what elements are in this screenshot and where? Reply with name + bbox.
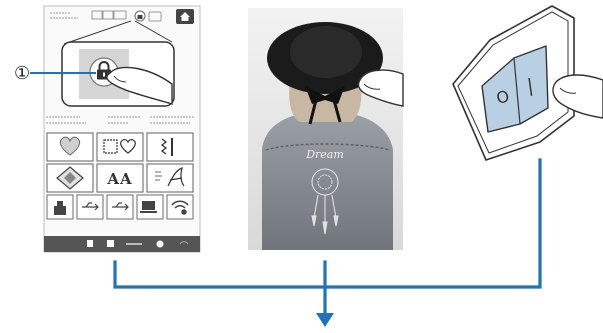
computer-icon [140, 201, 157, 213]
alphabet-pattern-label: AA [106, 170, 132, 188]
machine-memory-button[interactable] [47, 195, 73, 219]
script-lettering-button[interactable] [147, 164, 193, 192]
home-button[interactable] [176, 9, 194, 24]
computer-button[interactable] [137, 195, 163, 219]
power-switch-illustration: O | [453, 6, 603, 160]
embroidered-jacket-photo: Dream [248, 8, 403, 250]
usb1-button[interactable] [77, 195, 103, 219]
heart-ornament-pattern-button[interactable] [47, 133, 93, 161]
touch-screen-panel: ① [14, 6, 200, 252]
wireless-button[interactable] [167, 195, 193, 219]
callout-number: ① [14, 63, 30, 84]
function-buttons [47, 195, 193, 219]
embroidered-word: Dream [305, 148, 344, 161]
frame-pattern-button[interactable] [97, 133, 143, 161]
alphabet-pattern-button[interactable]: AA [97, 164, 143, 192]
utility-stitch-pattern-button[interactable] [147, 133, 193, 161]
usb2-button[interactable] [107, 195, 133, 219]
floral-diamond-pattern-button[interactable] [47, 164, 93, 192]
screen-bottom-bar [44, 236, 200, 252]
